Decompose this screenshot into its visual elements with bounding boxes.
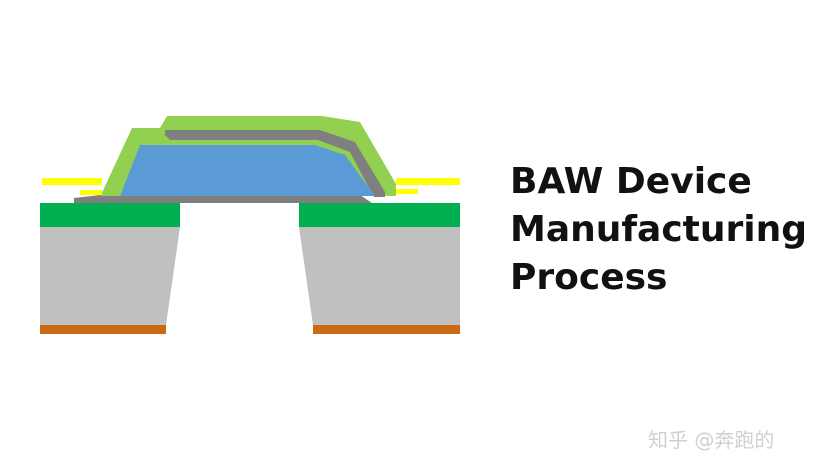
backside-metal-left (40, 325, 166, 334)
support-layer-right (299, 203, 460, 227)
title-line-1: BAW Device (510, 161, 752, 202)
title-line-2: Manufacturing (510, 209, 807, 250)
contact-pad-left-lower (80, 190, 102, 195)
title-line-3: Process (510, 257, 668, 298)
substrate-right (299, 227, 460, 325)
contact-pad-right-lower (396, 189, 418, 194)
contact-pad-left (42, 178, 102, 185)
watermark: 知乎 @奔跑的 (648, 428, 775, 452)
bottom-electrode (74, 195, 372, 203)
piezo-layer (120, 145, 375, 196)
support-layer-left (40, 203, 180, 227)
substrate-left (40, 227, 180, 325)
contact-pad-right (396, 178, 460, 185)
top-electrode (165, 130, 385, 197)
diagram-title: BAW Device Manufacturing Process (510, 158, 807, 302)
backside-metal-right (313, 325, 460, 334)
